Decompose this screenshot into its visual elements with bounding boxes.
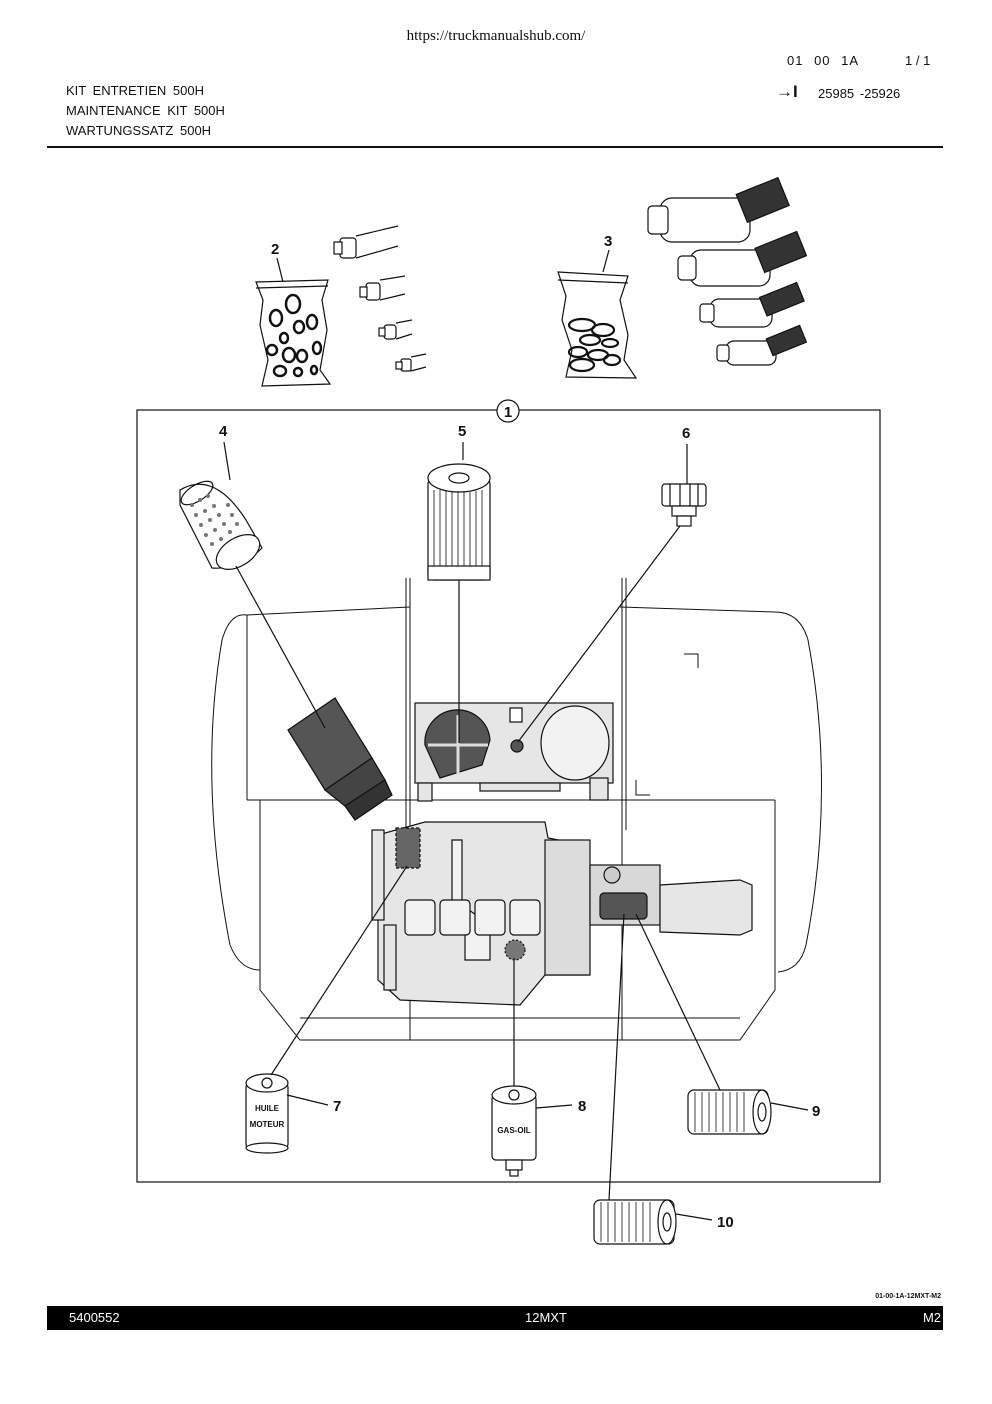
filter-element-9 [687, 1089, 772, 1135]
filter-housing-plate [414, 702, 614, 802]
part-number: 5400552 [69, 1310, 120, 1325]
section-reference: 01 00 1A [787, 53, 860, 68]
header-divider [47, 146, 943, 148]
hose-assemblies-3 [647, 176, 808, 366]
hydraulic-filter-5 [427, 463, 491, 581]
callout-9: 9 [812, 1103, 820, 1120]
breather-cap-6 [661, 483, 707, 527]
callout-3: 3 [604, 233, 612, 250]
fuel-filter-8 [491, 1085, 537, 1177]
callout-1-circle [496, 399, 520, 423]
o-ring-kit-bag-3 [557, 271, 638, 379]
breather-filter-4 [179, 480, 263, 570]
model-name: 12MXT [525, 1310, 567, 1325]
oil-filter-label-line2: MOTEUR [250, 1120, 285, 1129]
serial-arrow-icon: →I [776, 82, 798, 101]
serial-range: 25985 -25926 [818, 86, 901, 101]
drawing-code: 01-00-1A-12MXT-M2 [875, 1293, 941, 1300]
hose-fittings-2 [333, 225, 427, 372]
callout-6: 6 [682, 425, 690, 442]
callout-2: 2 [271, 241, 279, 258]
callout-5: 5 [458, 423, 466, 440]
callout-7: 7 [333, 1098, 341, 1115]
title-german: WARTUNGSSATZ 500H [66, 123, 212, 138]
title-english: MAINTENANCE KIT 500H [66, 103, 225, 118]
callout-8: 8 [578, 1098, 586, 1115]
source-url[interactable]: https://truckmanualshub.com/ [406, 28, 586, 44]
oil-filter-label-line1: HUILE [255, 1104, 280, 1113]
fuel-filter-label: GAS-OIL [497, 1126, 530, 1135]
installed-breather-housing [287, 697, 393, 821]
page-indicator: 1 / 1 [905, 53, 931, 68]
callout-10: 10 [717, 1214, 734, 1231]
sheet-code: M2 [922, 1310, 941, 1325]
filter-element-10 [593, 1199, 677, 1245]
title-french: KIT ENTRETIEN 500H [66, 83, 204, 98]
callout-4: 4 [219, 423, 228, 440]
footer-bar: 5400552 12MXT M2 [47, 1306, 943, 1330]
seal-kit-bag-2 [255, 279, 332, 387]
leader-lines [223, 249, 809, 1221]
callout-1: 1 [504, 404, 512, 421]
engine-block [371, 821, 753, 1006]
engine-oil-filter-7 [245, 1073, 289, 1154]
